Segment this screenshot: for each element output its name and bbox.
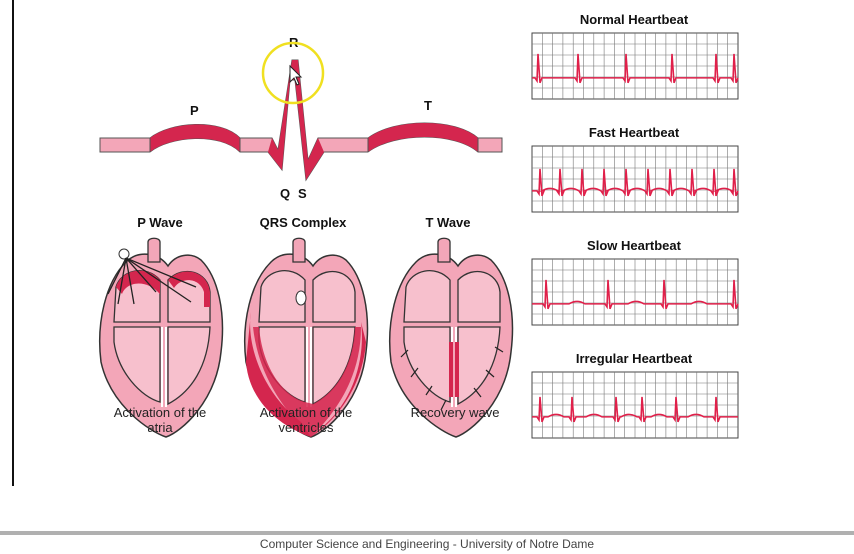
- caption-qrs-line2: ventricles: [279, 420, 334, 435]
- panel-title-p-wave: P Wave: [137, 215, 183, 230]
- rhythm-title-normal: Normal Heartbeat: [580, 12, 689, 27]
- caption-t-line1: Recovery wave: [411, 405, 500, 420]
- caption-p-line2: atria: [147, 420, 173, 435]
- footer-text: Computer Science and Engineering - Unive…: [0, 537, 854, 551]
- rhythm-title-fast: Fast Heartbeat: [589, 125, 680, 140]
- rhythm-strip-fast: [532, 146, 738, 212]
- rhythm-strip-slow: [532, 259, 738, 325]
- panel-title-qrs: QRS Complex: [260, 215, 347, 230]
- label-s: S: [298, 186, 307, 201]
- label-q: Q: [280, 186, 290, 201]
- caption-p-line1: Activation of the: [114, 405, 207, 420]
- rhythm-strip-irregular: [532, 372, 738, 438]
- rhythm-strip-normal: [532, 33, 738, 99]
- label-t: T: [424, 98, 432, 113]
- footer-divider: [0, 531, 854, 535]
- panel-title-t-wave: T Wave: [425, 215, 470, 230]
- rhythm-title-irregular: Irregular Heartbeat: [576, 351, 693, 366]
- ecg-waveform: [100, 60, 502, 180]
- ecg-diagram: P R T Q S P Wave QRS Complex T Wave: [0, 0, 854, 530]
- label-p: P: [190, 103, 199, 118]
- rhythm-title-slow: Slow Heartbeat: [587, 238, 682, 253]
- caption-qrs-line1: Activation of the: [260, 405, 353, 420]
